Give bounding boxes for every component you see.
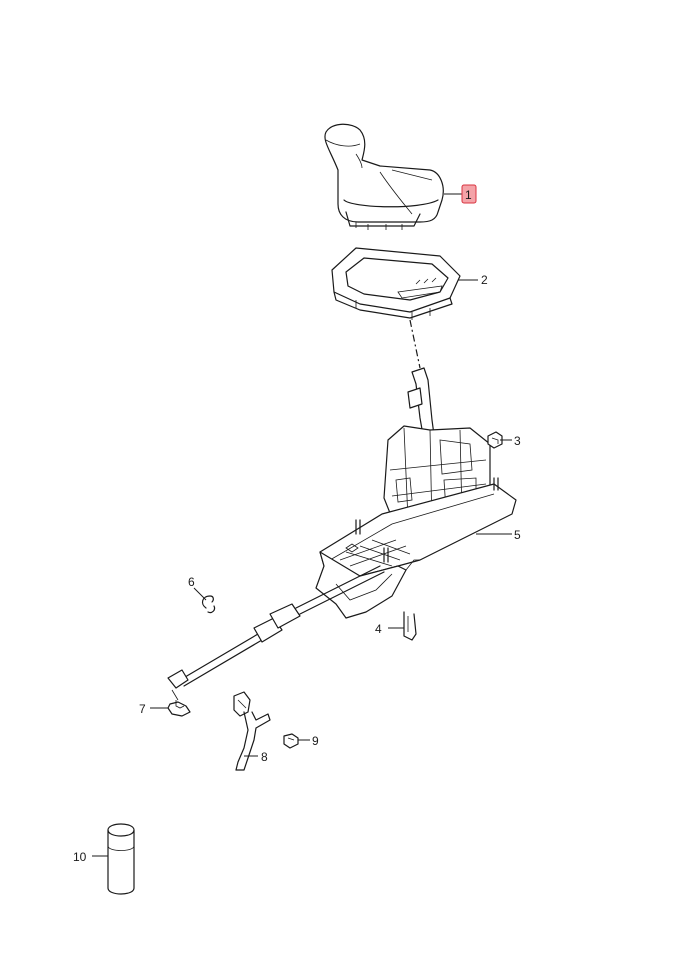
callout-label-4[interactable]: 4 <box>375 622 382 636</box>
part-4-clip[interactable] <box>403 611 417 641</box>
part-7-bush[interactable] <box>167 700 191 717</box>
part-3-nut[interactable] <box>487 431 503 449</box>
part-5-selector-mechanism[interactable] <box>315 367 517 619</box>
part-8-bracket[interactable] <box>233 691 271 771</box>
leader-lines <box>92 193 512 857</box>
part-2-trim-frame[interactable] <box>331 247 461 320</box>
callout-label-6[interactable]: 6 <box>188 575 195 589</box>
callout-1-highlight <box>461 184 477 204</box>
callout-label-9[interactable]: 9 <box>312 734 319 748</box>
callout-label-5[interactable]: 5 <box>514 528 521 542</box>
assembly-axis-line <box>409 319 421 369</box>
callout-label-7[interactable]: 7 <box>139 702 146 716</box>
callout-label-3[interactable]: 3 <box>514 434 521 448</box>
part-9-nut[interactable] <box>283 733 299 749</box>
part-1-gear-knob-boot[interactable] <box>324 123 444 230</box>
callout-label-2[interactable]: 2 <box>481 273 488 287</box>
selector-cable[interactable] <box>167 565 385 701</box>
callout-label-8[interactable]: 8 <box>261 750 268 764</box>
callout-label-1[interactable]: 1 <box>465 188 472 202</box>
part-10-tube[interactable] <box>107 823 135 895</box>
part-6-circlip[interactable] <box>201 595 216 614</box>
callout-label-10[interactable]: 10 <box>73 850 87 864</box>
